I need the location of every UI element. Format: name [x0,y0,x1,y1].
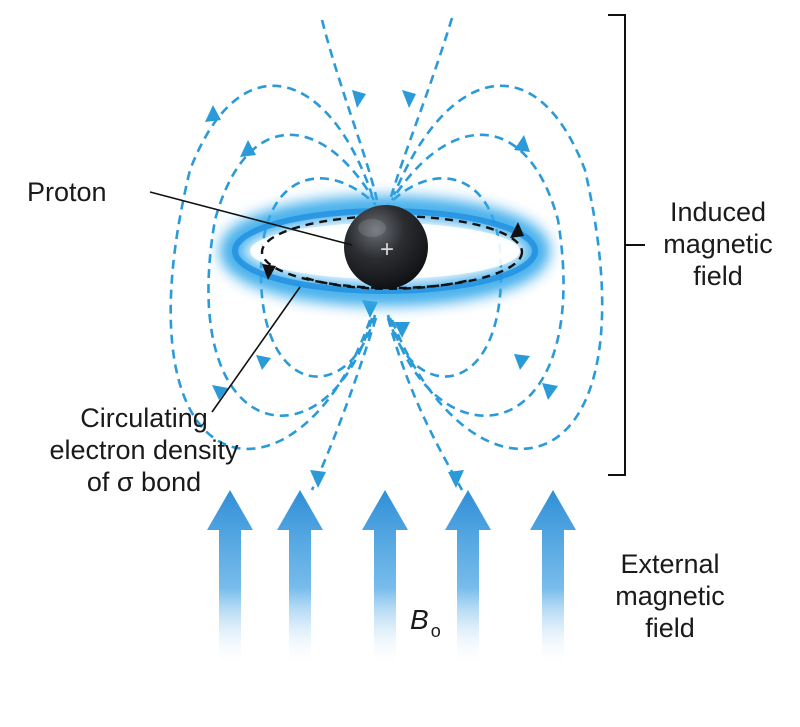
circulating-line-3: of σ bond [86,467,202,497]
induced-line-3: field [693,261,743,291]
induced-field-bracket [608,14,645,476]
circulating-electron-density-label: Circulating electron density of σ bond [44,402,244,498]
external-field-arrows [207,490,576,668]
proton-charge-sign: + [380,236,394,263]
ring-front-arc [305,276,471,290]
arrowhead [542,383,558,400]
field-line-left-outer [169,84,374,451]
pointer-lines [149,191,353,413]
field-line-right-mid [388,133,565,417]
external-arrow-5 [530,490,576,668]
external-arrow-3 [362,490,408,668]
external-line-3: field [645,613,695,643]
external-line-1: External [620,549,720,579]
external-field-label: External magnetic field [590,548,750,644]
arrowhead [448,470,464,488]
external-arrow-4 [445,490,491,668]
arrowhead [205,105,221,122]
proton-pointer-line [149,191,353,246]
external-arrow-2 [277,490,323,668]
b-symbol: B [410,604,429,635]
induced-line-1: Induced [669,197,767,227]
arrowhead [394,322,410,338]
ring-current-arrow-right [510,222,524,238]
arrowhead [256,355,271,370]
arrowhead [310,470,326,488]
proton-sphere [344,205,428,289]
field-line-top-right [388,17,454,201]
field-line-right-inner [386,177,503,378]
electron-density-pointer-line [211,286,301,413]
induced-field-label: Induced magnetic field [648,196,788,292]
proton-label: Proton [27,177,107,207]
arrowhead [514,354,530,370]
field-line-left-inner [259,177,377,378]
field-line-top-left [320,19,379,201]
ring-current-arrow-left [262,264,276,280]
external-arrow-1 [207,490,253,668]
circulating-line-1: Circulating [80,403,208,433]
field-line-right-outer [390,84,604,451]
arrowhead [212,385,228,400]
external-line-2: magnetic [615,581,725,611]
b-subscript: o [430,621,441,641]
field-line-left-mid [207,133,376,417]
field-line-bottom-left [310,317,378,491]
arrowhead [240,140,256,157]
arrowhead [514,135,530,152]
proton: + [344,205,428,289]
induced-line-2: magnetic [663,229,773,259]
circulating-line-2: electron density [49,435,239,465]
arrowhead [402,90,416,108]
arrowhead [352,90,366,108]
proton-highlight [358,219,386,237]
